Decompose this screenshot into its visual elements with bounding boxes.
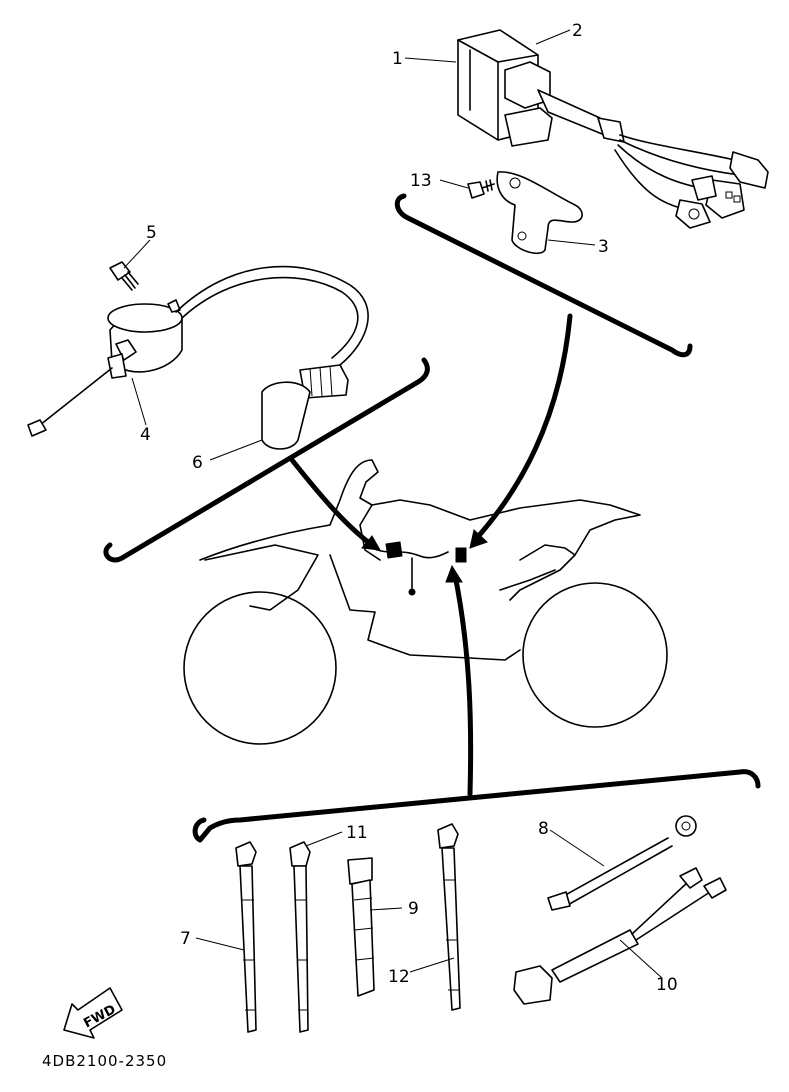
- motorcycle-outline: [183, 459, 668, 745]
- lead-wire-10: [513, 867, 727, 1005]
- cable-tie-12: [437, 823, 461, 1011]
- callout-10: 10: [656, 975, 678, 995]
- spark-plug-cap: [261, 364, 349, 450]
- callout-1: 1: [392, 49, 403, 69]
- wiring-location: [371, 541, 467, 596]
- fwd-arrow: FWD: [63, 987, 123, 1039]
- callout-9: 9: [408, 899, 419, 919]
- callout-6: 6: [192, 453, 203, 473]
- group-bracket-middle: [103, 357, 430, 563]
- callout-11: 11: [346, 823, 368, 843]
- group-bracket-lower: [192, 564, 761, 843]
- screw: [467, 179, 495, 199]
- lead-wire-8: [547, 815, 697, 911]
- callout-3: 3: [598, 237, 609, 257]
- cable-tie-11: [289, 841, 311, 1033]
- band-9: [347, 857, 375, 997]
- leader-lines: [123, 29, 663, 979]
- callout-5: 5: [146, 223, 157, 243]
- callout-13: 13: [410, 171, 432, 191]
- callout-12: 12: [388, 967, 410, 987]
- bracket: [496, 171, 583, 255]
- callout-8: 8: [538, 819, 549, 839]
- cdi-unit: [457, 29, 769, 229]
- group-bracket-upper: [394, 193, 693, 549]
- callout-4: 4: [140, 425, 151, 445]
- callout-7: 7: [180, 929, 191, 949]
- callout-labels: 1 2 3 13 5 4 6 11 8 9 7 12 10: [140, 21, 678, 995]
- drawing-code: 4DB2100-2350: [42, 1052, 167, 1070]
- callout-2: 2: [572, 21, 583, 41]
- hightension-cord: [175, 265, 369, 366]
- cable-tie-7: [235, 841, 257, 1033]
- ignition-coil: [27, 299, 183, 437]
- coil-bolt: [109, 261, 139, 291]
